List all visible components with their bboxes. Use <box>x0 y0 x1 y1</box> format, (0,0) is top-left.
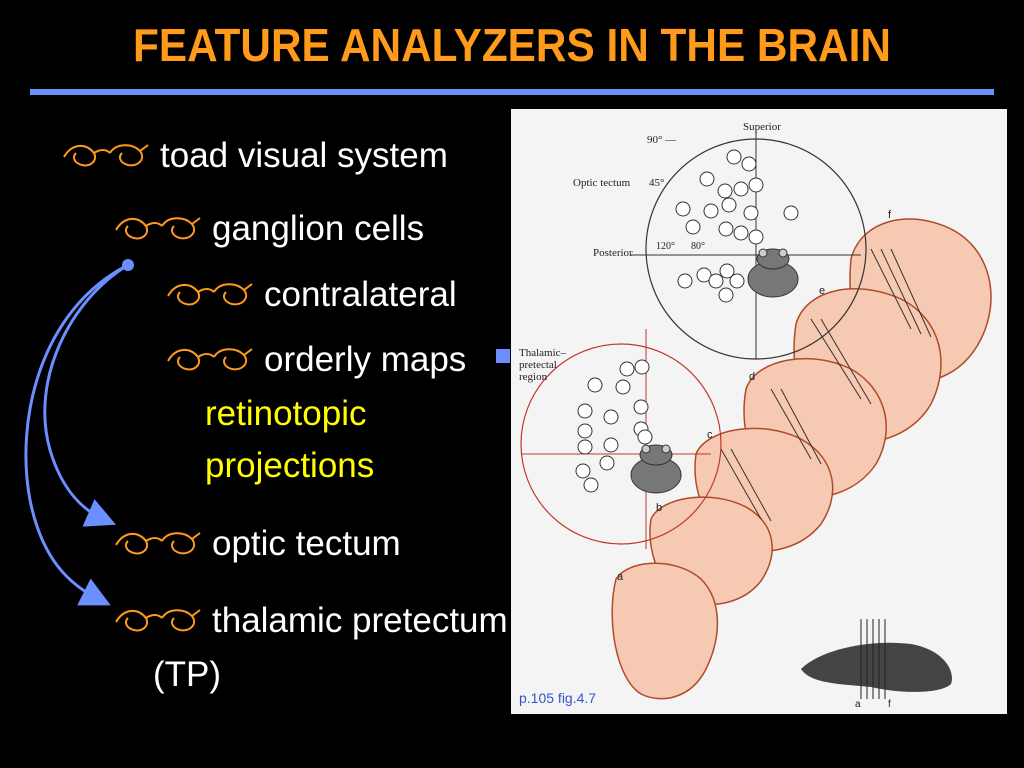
pointer-square <box>496 349 510 363</box>
bullet-tp-abbrev: (TP) <box>153 655 222 694</box>
bullet-contralateral: contralateral <box>166 275 457 317</box>
figure-caption: p.105 fig.4.7 <box>519 690 597 706</box>
brain-silhouette <box>801 642 952 692</box>
label-90: 90° — <box>647 134 677 146</box>
toad-brain-figure: Superior 90° — Optic tectum 45° Posterio… <box>511 109 1007 714</box>
label-optic-tectum: Optic tectum <box>573 177 631 189</box>
highlight-line: retinotopic <box>205 394 367 433</box>
bullet-thalamic-pretectum: thalamic pretectum <box>114 601 508 643</box>
toad-icon <box>747 248 799 298</box>
label-bottom-a: a <box>855 699 861 710</box>
bullet-ganglion-cells: ganglion cells <box>114 209 424 251</box>
section-a <box>611 562 719 700</box>
label-line: pretectal <box>519 359 557 371</box>
bullet-toad-visual-system: toad visual system <box>62 136 448 178</box>
bullet-text: toad visual system <box>160 136 448 175</box>
bullet-text: contralateral <box>264 275 457 314</box>
label-superior: Superior <box>743 121 781 133</box>
label-45: 45° <box>649 177 665 189</box>
highlight-retinotopic: retinotopic projections <box>205 388 374 492</box>
highlight-line: projections <box>205 446 375 485</box>
label-thalamic-pretectal-region: Thalamic– pretectal region <box>519 347 566 383</box>
bullet-text: optic tectum <box>212 524 401 563</box>
label-b: b <box>656 502 663 514</box>
bullet-text: thalamic pretectum <box>212 601 508 640</box>
label-120: 120° <box>656 241 675 252</box>
arrow-to-thalamic-pretectum <box>24 263 129 606</box>
label-f: f <box>888 209 892 221</box>
glasses-icon <box>166 342 254 382</box>
glasses-icon <box>62 138 150 178</box>
label-a: a <box>617 571 624 583</box>
glasses-icon <box>114 603 202 643</box>
figure-illustration <box>520 129 992 700</box>
glasses-icon <box>114 526 202 566</box>
toad-icon <box>630 444 682 494</box>
label-e: e <box>819 285 826 297</box>
title-underline <box>30 89 994 95</box>
pretectal-visual-field <box>520 343 722 545</box>
label-d: d <box>749 371 756 383</box>
label-c: c <box>707 429 713 441</box>
label-bottom-f: f <box>888 699 891 710</box>
glasses-icon <box>166 277 254 317</box>
bullet-text: orderly maps <box>264 340 467 379</box>
label-line: Thalamic– <box>519 347 567 359</box>
glasses-icon <box>114 211 202 251</box>
connection-arrows <box>24 259 134 606</box>
bullet-text: ganglion cells <box>212 209 425 248</box>
bullet-orderly-maps: orderly maps <box>166 340 466 382</box>
label-80: 80° <box>691 241 705 252</box>
label-line: region <box>519 371 548 383</box>
label-posterior: Posterior <box>593 247 633 259</box>
arrow-to-optic-tectum <box>43 263 129 527</box>
slide-title: FEATURE ANALYZERS IN THE BRAIN <box>133 19 891 71</box>
bullet-optic-tectum: optic tectum <box>114 524 401 566</box>
